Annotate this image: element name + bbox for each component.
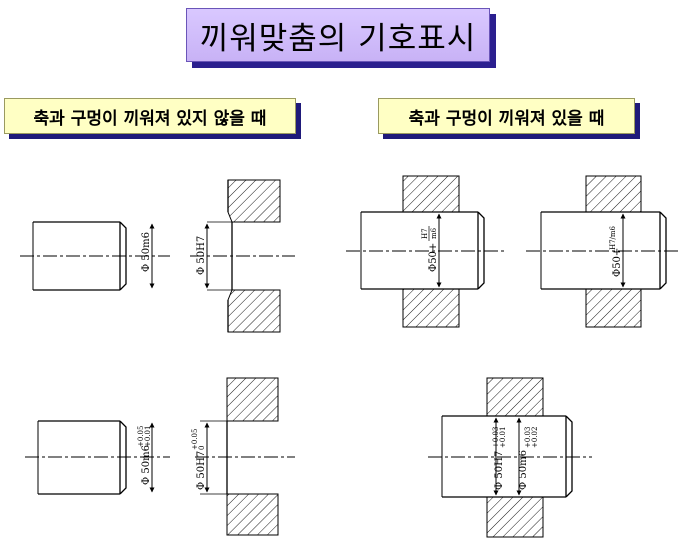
label-shaft-tol-upper: +0.05: [137, 426, 145, 447]
hole-H7-diagram: Φ 50H7: [190, 179, 295, 333]
shaft-m6-diagram: Φ 50m6: [20, 221, 170, 291]
label-fit-slash-text: H7/m6: [609, 225, 617, 250]
label-hole-tol-upper: +0.05: [191, 429, 199, 450]
label-hole-tol-lower: 0: [198, 446, 206, 450]
label-fit-shaft-lower: +0.02: [531, 427, 539, 448]
label-fit-hole-lower: +0.01: [499, 427, 507, 448]
label-shaft-tol-lower: +0.01: [144, 426, 152, 447]
label-hole-tol-base: Φ 50H7: [196, 451, 207, 490]
fit-tolerance-diagram: Φ 50H7 +0.03 +0.01 Φ 50m6 +0.03 +0.02: [428, 377, 592, 538]
fit-slash-diagram: Φ50+ H7/m6: [526, 175, 680, 328]
label-fit-slash-prefix: Φ50+: [612, 248, 623, 277]
label-fit-hole-base: Φ 50H7: [494, 451, 505, 490]
heading-not-fitted: 축과 구멍이 끼워져 있지 않을 때: [4, 98, 296, 134]
page-title: 끼워맞춤의 기호표시: [186, 8, 490, 62]
label-fit-shaft-upper: +0.03: [524, 427, 532, 448]
label-shaft-m6: Φ 50m6: [141, 232, 152, 272]
label-fit-frac-num: H7: [421, 228, 429, 239]
label-fit-hole-upper: +0.03: [492, 427, 500, 448]
hole-tolerance-diagram: Φ 50H7 +0.05 0: [191, 377, 295, 536]
shaft-tolerance-diagram: Φ 50m6 +0.05 +0.01: [25, 420, 170, 495]
label-fit-shaft-base: Φ 50m6: [518, 450, 529, 490]
fit-fraction-diagram: Φ50+ H7 m6: [346, 175, 506, 328]
label-hole-H7: Φ 50H7: [196, 236, 207, 275]
heading-fitted: 축과 구멍이 끼워져 있을 때: [378, 98, 635, 134]
label-fit-frac-den: m6: [430, 227, 438, 239]
label-fit-frac-prefix: Φ50+: [428, 243, 439, 272]
label-shaft-tol-base: Φ 50m6: [141, 445, 152, 485]
